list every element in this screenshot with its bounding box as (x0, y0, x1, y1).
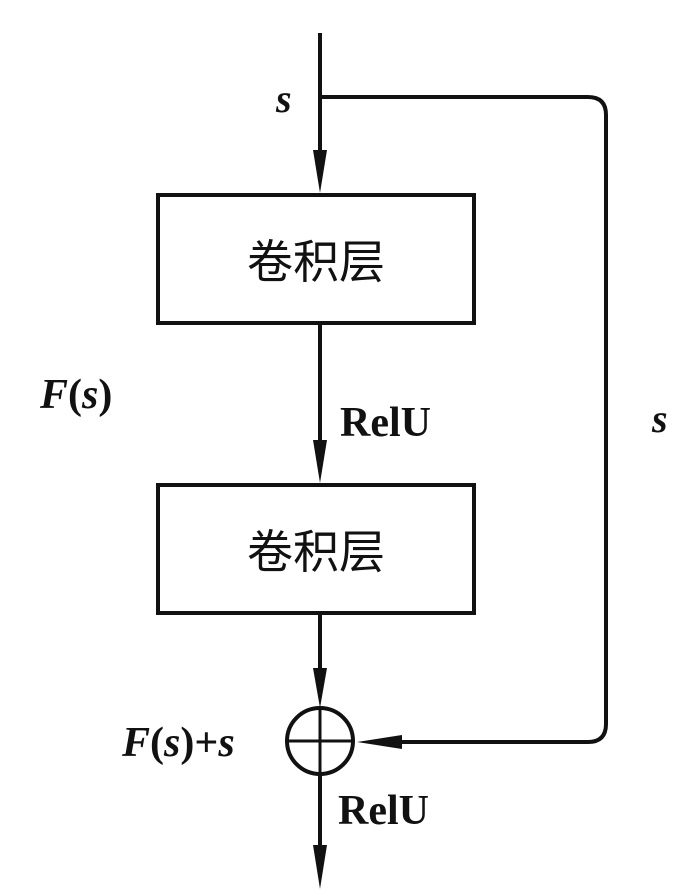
input-label: s (275, 76, 292, 121)
output-arrowhead (313, 845, 327, 889)
conv-layer-label-2: 卷积层 (247, 525, 385, 579)
relu-arrowhead-1 (313, 440, 327, 483)
sum-label: F(s)+s (121, 720, 235, 766)
conv-layer-block-1: 卷积层 (156, 193, 476, 325)
sum-node (285, 706, 355, 776)
relu-label-2: RelU (338, 788, 429, 834)
residual-function-label: F(s) (39, 372, 112, 418)
relu-label-1: RelU (340, 400, 431, 446)
conv-layer-label-1: 卷积层 (247, 235, 385, 289)
residual-output-arrowhead (313, 668, 327, 708)
skip-label: s (651, 396, 668, 441)
conv-layer-block-2: 卷积层 (156, 483, 476, 615)
skip-connection-arrowhead (357, 735, 402, 749)
input-arrowhead (313, 150, 327, 193)
skip-connection-line (320, 95, 608, 744)
